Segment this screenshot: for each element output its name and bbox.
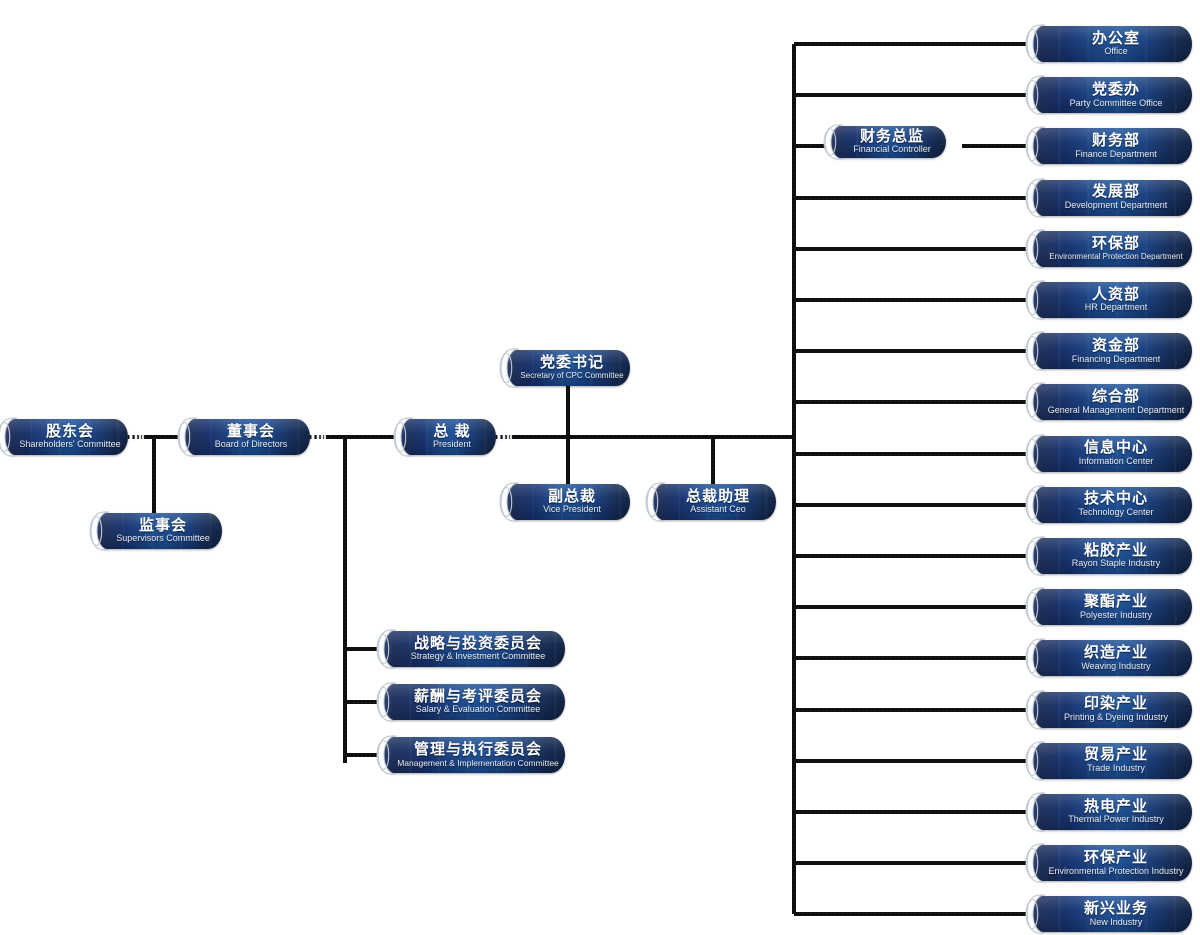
line-trunk-to-department-16 (794, 861, 1032, 866)
line-spine-to-assistant-ceo (711, 437, 715, 493)
node-body (1032, 589, 1192, 626)
line-trunk-to-department-5 (794, 298, 1032, 302)
node-body (96, 513, 222, 549)
line-trunk-to-department-11 (794, 605, 1032, 610)
node-body (1032, 333, 1192, 370)
line-cpc-to-spine (566, 386, 570, 437)
node-body (1032, 179, 1192, 216)
line-trunk-to-financial-controller (794, 144, 830, 149)
line-trunk-to-department-0 (794, 42, 1032, 46)
trunk-board-committees (343, 437, 347, 763)
node-body (1032, 384, 1192, 421)
line-president-to-trunk (496, 435, 794, 439)
line-trunk-to-department-3 (794, 195, 1032, 200)
line-trunk-to-department-9 (794, 502, 1032, 507)
node-body (383, 737, 565, 773)
node-body (1032, 26, 1192, 62)
line-to-committee-0 (345, 647, 387, 651)
node-body (506, 350, 630, 386)
node-body (383, 684, 565, 720)
line-trunk-to-department-8 (794, 451, 1032, 456)
line-to-committee-1 (345, 700, 387, 704)
line-trunk-to-department-1 (794, 93, 1032, 98)
node-body (1032, 486, 1192, 523)
node-body (1032, 435, 1192, 472)
line-trunk-to-department-7 (794, 400, 1032, 405)
line-spine-to-vice-president (566, 437, 570, 493)
line-trunk-to-department-4 (794, 246, 1032, 251)
line-tee-to-supervisors (152, 437, 156, 531)
node-body (652, 484, 776, 520)
node-body (4, 419, 128, 455)
node-body (506, 484, 630, 520)
node-body (1032, 691, 1192, 728)
line-trunk-to-department-17 (794, 912, 1032, 917)
line-trunk-to-department-14 (794, 758, 1032, 763)
line-trunk-to-department-12 (794, 656, 1032, 661)
node-body (1032, 282, 1192, 318)
node-body (830, 126, 946, 158)
node-body (1032, 794, 1192, 830)
line-trunk-to-department-10 (794, 554, 1032, 558)
line-trunk-to-department-6 (794, 349, 1032, 354)
node-body (1032, 640, 1192, 677)
node-body (383, 631, 565, 667)
node-body (1032, 230, 1192, 267)
line-trunk-to-department-13 (794, 707, 1032, 712)
node-body (1032, 845, 1192, 882)
line-financial-controller-to-finance-dept (962, 144, 1032, 149)
node-body (1032, 538, 1192, 574)
line-trunk-to-department-15 (794, 810, 1032, 814)
line-board-to-president (310, 435, 400, 439)
node-body (1032, 742, 1192, 779)
node-body (184, 419, 310, 455)
node-body (1032, 896, 1192, 933)
trunk-departments (792, 44, 796, 915)
node-body (1032, 77, 1192, 114)
node-body (400, 419, 496, 455)
node-body (1032, 128, 1192, 165)
line-to-committee-2 (345, 753, 387, 757)
